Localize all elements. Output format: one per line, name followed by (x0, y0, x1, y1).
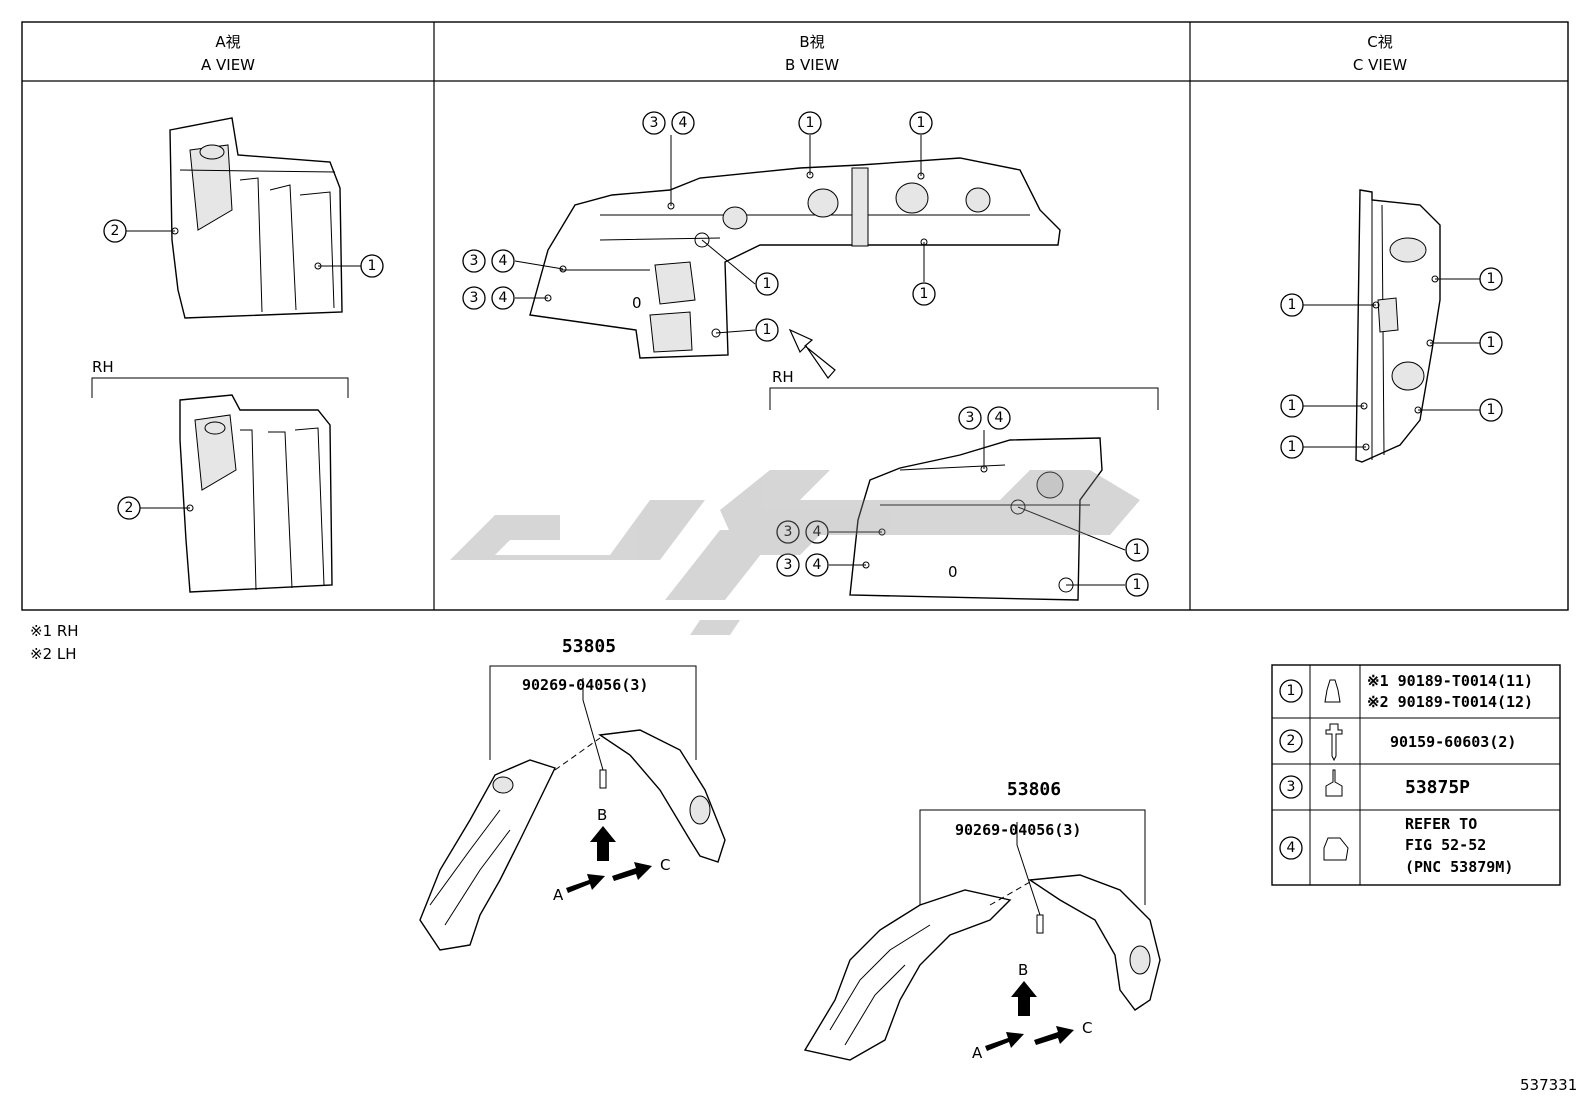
a-view-lower-callouts (117, 496, 190, 520)
arrow-b-icon (590, 826, 616, 861)
screw-grommet-icon (1325, 769, 1343, 797)
a-view-rh-bracket: RH (91, 358, 349, 398)
b-view-lower-callouts (776, 406, 1149, 597)
svg-text:(PNC 53879M): (PNC 53879M) (1405, 858, 1513, 876)
dir-label-a-right: A (972, 1044, 983, 1062)
a-view-header: A視 A VIEW (201, 33, 255, 74)
arrow-a-icon (566, 874, 605, 893)
b-view-zero-mark: 0 (632, 294, 642, 312)
b-view-rh-label: RH (772, 368, 794, 386)
arrow-a-icon-right (985, 1032, 1024, 1051)
note-rh: ※1 RH (30, 622, 79, 640)
svg-text:FIG 52-52: FIG 52-52 (1405, 836, 1486, 854)
a-view-title-en: A VIEW (201, 56, 255, 74)
c-view-title-en: C VIEW (1353, 56, 1407, 74)
dir-label-b: B (597, 806, 607, 824)
dir-label-a: A (553, 886, 564, 904)
a-view-lower-part (179, 394, 333, 593)
b-view-header: B視 B VIEW (785, 33, 839, 74)
fastener-legend: ※1 90189-T0014(11) ※2 90189-T0014(12) 90… (1271, 664, 1561, 886)
legend-row-1: ※1 90189-T0014(11) ※2 90189-T0014(12) (1279, 672, 1533, 711)
assembly-53805: 53805 90269-04056(3) B A C (419, 636, 726, 951)
left-fastener-number: 90269-04056(3) (522, 676, 648, 694)
note-lh: ※2 LH (30, 645, 77, 663)
b-view-lower-part: 0 (849, 437, 1103, 601)
b-view-lower-zero-mark: 0 (948, 563, 958, 581)
screw-icon (1325, 723, 1343, 762)
view-arrow-icon (788, 328, 836, 379)
arrow-c-icon-right (1034, 1026, 1074, 1045)
legend-row-3: 53875P (1279, 769, 1470, 799)
svg-text:※2 90189-T0014(12): ※2 90189-T0014(12) (1367, 693, 1533, 711)
svg-text:90159-60603(2): 90159-60603(2) (1390, 733, 1516, 751)
nut-icon (1323, 837, 1349, 861)
b-view-rh-bracket: RH (769, 368, 1159, 410)
dir-label-b-right: B (1018, 961, 1028, 979)
c-view-part (1355, 189, 1441, 463)
arrow-b-icon-right (1011, 981, 1037, 1016)
b-view-title-jp: B視 (799, 33, 824, 51)
a-view-title-jp: A視 (215, 33, 240, 51)
c-view-header: C視 C VIEW (1353, 33, 1407, 74)
figure-id: 537331 (1520, 1076, 1577, 1094)
b-view-upper-callouts (462, 111, 936, 379)
dir-label-c-right: C (1082, 1019, 1092, 1037)
right-part-number: 53806 (1007, 779, 1061, 800)
b-view-title-en: B VIEW (785, 56, 839, 74)
a-view-upper-part (169, 117, 343, 319)
c-view-callouts (1280, 267, 1503, 459)
dir-label-c: C (660, 856, 670, 874)
left-part-number: 53805 (562, 636, 616, 657)
legend-row-2: 90159-60603(2) (1279, 723, 1516, 762)
right-fastener-number: 90269-04056(3) (955, 821, 1081, 839)
b-view-upper-part: 0 (529, 157, 1061, 359)
arrow-c-icon (612, 862, 652, 881)
a-view-rh-label: RH (92, 358, 114, 376)
svg-text:※1 90189-T0014(11): ※1 90189-T0014(11) (1367, 672, 1533, 690)
assembly-53806: 53806 90269-04056(3) B A C (803, 779, 1161, 1062)
view-table (21, 21, 1569, 611)
svg-text:REFER TO: REFER TO (1405, 815, 1477, 833)
watermark-logo (450, 470, 1140, 635)
clip-icon (1324, 679, 1341, 703)
c-view-title-jp: C視 (1367, 33, 1392, 51)
legend-row-4: REFER TO FIG 52-52 (PNC 53879M) (1279, 815, 1513, 876)
svg-text:53875P: 53875P (1405, 777, 1470, 798)
a-view-upper-callouts (103, 219, 384, 278)
